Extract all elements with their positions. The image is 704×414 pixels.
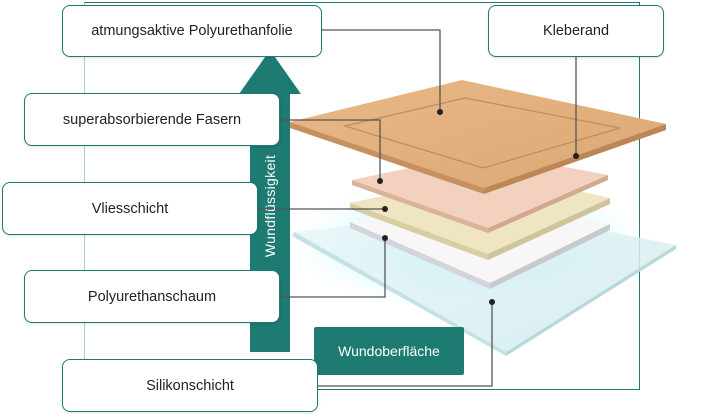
label-silicone-layer: Silikonschicht	[62, 359, 318, 412]
connector-dot-foil	[437, 109, 443, 115]
connector-dot-silicone	[489, 299, 495, 305]
connector-silicone	[318, 302, 493, 387]
connector-dot-fleece	[382, 206, 388, 212]
label-polyurethane-foil: atmungsaktive Polyurethanfolie	[62, 5, 322, 57]
adhesive-edge-inner	[342, 97, 621, 169]
label-fleece-layer: Vliesschicht	[2, 182, 258, 235]
connector-fibers	[280, 119, 381, 181]
connector-dot-foam	[382, 235, 388, 241]
label-polyurethane-foam: Polyurethanschaum	[24, 270, 280, 323]
wound-surface-label: Wundoberfläche	[314, 327, 464, 375]
label-superabsorbent-fibers: superabsorbierende Fasern	[24, 93, 280, 146]
wound-fluid-label: Wundflüssigkeit	[262, 154, 278, 258]
connector-dot-edge	[573, 153, 579, 159]
connector-foam	[280, 238, 386, 298]
connector-foil	[322, 29, 441, 112]
foil-layer	[290, 80, 666, 194]
connector-dot-fibers	[377, 178, 383, 184]
label-adhesive-edge: Kleberand	[488, 5, 664, 57]
